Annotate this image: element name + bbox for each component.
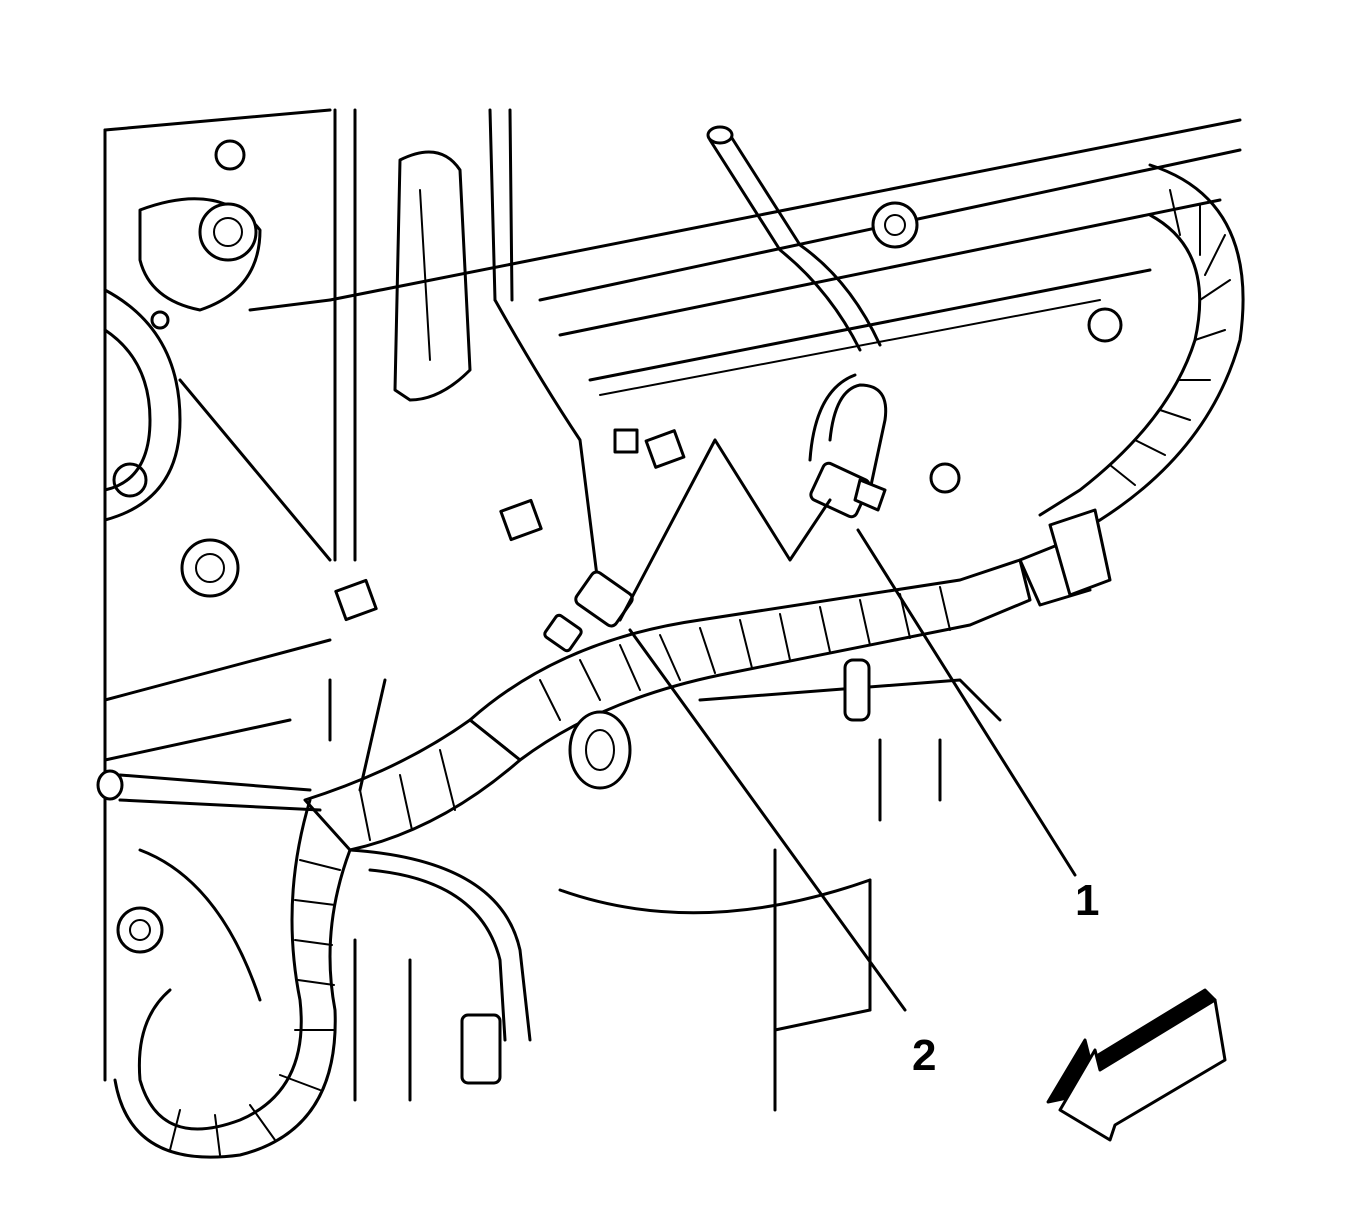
direction-arrow-icon [1046,988,1227,1142]
detail-callout-triangle [618,438,832,622]
callout-2-label: 2 [912,1031,936,1080]
callout-2-connector [543,570,634,653]
rail-bolts [334,201,1123,622]
branch-connector [460,1013,502,1085]
lower-block [328,658,1002,822]
oil-filter [353,710,872,1112]
callout-1-leader [856,528,1077,877]
upper-frame-rail [328,118,1242,396]
branch-harness [348,848,532,1085]
callout-1-connector [808,373,888,519]
callout-2-leader [628,628,907,1012]
right-harness-loop [1038,163,1245,542]
upper-vertical-hose [706,125,882,352]
callout-1-label: 1 [1075,876,1099,925]
bracket-panel [333,108,602,602]
main-wiring-harness [303,508,1112,852]
lower-left-harness-loop [96,769,352,1159]
engine-block-left [103,108,332,1082]
